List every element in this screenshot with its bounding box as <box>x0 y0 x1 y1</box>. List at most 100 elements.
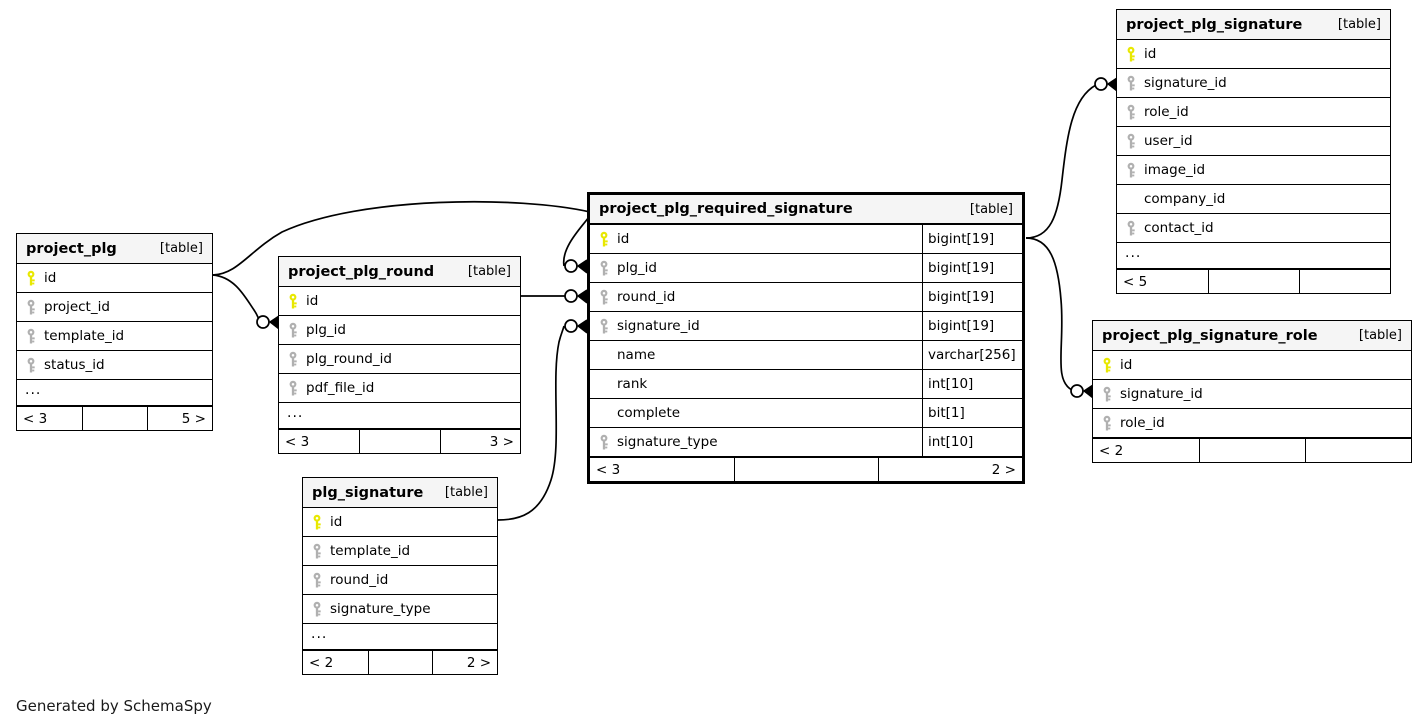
table-row[interactable]: signature_id <box>1093 380 1411 409</box>
column-cell: signature_type <box>303 595 497 623</box>
table-row[interactable]: role_id <box>1117 98 1390 127</box>
column-name: rank <box>617 376 648 392</box>
table-row[interactable]: signature_type <box>303 595 497 624</box>
table-header[interactable]: project_plg_signature [table] <box>1117 10 1390 40</box>
footer-outgoing-count: 5 > <box>147 407 212 430</box>
table-header[interactable]: project_plg_round [table] <box>279 257 520 287</box>
table-project-plg[interactable]: project_plg [table] id project_id templa… <box>16 233 213 431</box>
foreign-key-icon <box>287 351 301 368</box>
column-cell: status_id <box>17 351 212 379</box>
footer-middle <box>1208 270 1299 293</box>
more-columns-indicator: ... <box>17 380 212 406</box>
table-row[interactable]: id <box>1117 40 1390 69</box>
column-name: user_id <box>1144 133 1193 149</box>
table-row[interactable]: template_id <box>17 322 212 351</box>
table-footer: < 3 3 > <box>279 429 520 453</box>
column-name: round_id <box>330 572 389 588</box>
foreign-key-icon <box>1125 75 1139 92</box>
column-name: status_id <box>44 357 105 373</box>
foreign-key-icon <box>598 318 612 335</box>
table-footer: < 2 2 > <box>303 650 497 674</box>
table-row[interactable]: plg_id bigint[19] <box>590 254 1022 283</box>
table-type-tag: [table] <box>969 201 1013 217</box>
column-name: company_id <box>1144 191 1226 207</box>
foreign-key-icon <box>1101 386 1115 403</box>
table-header[interactable]: plg_signature [table] <box>303 478 497 508</box>
table-header[interactable]: project_plg_signature_role [table] <box>1093 321 1411 351</box>
edge-required-to-signature-signatureid <box>1025 84 1097 239</box>
column-cell: signature_id <box>1093 380 1411 408</box>
column-cell: id <box>590 225 922 253</box>
column-name: complete <box>617 405 681 421</box>
primary-key-icon <box>1101 357 1115 374</box>
table-row[interactable]: rank int[10] <box>590 370 1022 399</box>
table-row[interactable]: id <box>1093 351 1411 380</box>
column-cell: id <box>303 508 497 536</box>
table-row[interactable]: status_id <box>17 351 212 380</box>
table-row[interactable]: signature_id <box>1117 69 1390 98</box>
table-row[interactable]: plg_id <box>279 316 520 345</box>
table-row[interactable]: round_id bigint[19] <box>590 283 1022 312</box>
column-datatype: bigint[19] <box>922 312 1022 340</box>
column-name: signature_id <box>1120 386 1203 402</box>
table-plg-signature[interactable]: plg_signature [table] id template_id rou… <box>302 477 498 675</box>
more-columns-indicator: ... <box>1117 243 1390 269</box>
foreign-key-icon <box>25 357 39 374</box>
table-row[interactable]: id bigint[19] <box>590 225 1022 254</box>
table-header[interactable]: project_plg [table] <box>17 234 212 264</box>
column-cell: round_id <box>303 566 497 594</box>
column-name: id <box>330 514 343 530</box>
footer-middle <box>1199 439 1305 462</box>
footer-outgoing-count: 3 > <box>439 430 520 453</box>
table-row[interactable]: id <box>279 287 520 316</box>
foreign-key-icon <box>598 260 612 277</box>
footer-incoming-count: < 5 <box>1123 273 1148 290</box>
column-name: name <box>617 347 656 363</box>
table-project-plg-signature-role[interactable]: project_plg_signature_role [table] id si… <box>1092 320 1412 463</box>
table-header[interactable]: project_plg_required_signature [table] <box>590 195 1022 225</box>
column-cell: id <box>1117 40 1390 68</box>
column-name: signature_id <box>617 318 700 334</box>
table-row[interactable]: project_id <box>17 293 212 322</box>
column-cell: pdf_file_id <box>279 374 520 402</box>
table-row[interactable]: template_id <box>303 537 497 566</box>
table-title: plg_signature <box>312 484 424 501</box>
table-title: project_plg_round <box>288 263 435 280</box>
table-type-tag: [table] <box>1337 17 1381 32</box>
table-row[interactable]: round_id <box>303 566 497 595</box>
column-name: id <box>1120 357 1133 373</box>
table-row[interactable]: id <box>303 508 497 537</box>
column-name: round_id <box>617 289 676 305</box>
footer-incoming-count: < 3 <box>23 410 48 427</box>
column-name: role_id <box>1120 415 1165 431</box>
table-project-plg-signature[interactable]: project_plg_signature [table] id signatu… <box>1116 9 1391 294</box>
table-row[interactable]: signature_id bigint[19] <box>590 312 1022 341</box>
table-project-plg-required-signature[interactable]: project_plg_required_signature [table] i… <box>587 192 1025 484</box>
table-row[interactable]: user_id <box>1117 127 1390 156</box>
foreign-key-icon <box>1125 133 1139 150</box>
table-row[interactable]: role_id <box>1093 409 1411 438</box>
table-row[interactable]: plg_round_id <box>279 345 520 374</box>
table-row[interactable]: contact_id <box>1117 214 1390 243</box>
primary-key-icon <box>25 270 39 287</box>
table-row[interactable]: id <box>17 264 212 293</box>
table-row[interactable]: complete bit[1] <box>590 399 1022 428</box>
column-name: role_id <box>1144 104 1189 120</box>
column-name: id <box>44 270 57 286</box>
foreign-key-icon <box>1125 220 1139 237</box>
column-datatype: bigint[19] <box>922 225 1022 253</box>
column-name: plg_round_id <box>306 351 392 367</box>
table-title: project_plg <box>26 240 117 257</box>
table-row[interactable]: signature_type int[10] <box>590 428 1022 457</box>
table-row[interactable]: company_id <box>1117 185 1390 214</box>
generator-credit: Generated by SchemaSpy <box>16 697 212 715</box>
column-cell: plg_id <box>590 254 922 282</box>
table-row[interactable]: pdf_file_id <box>279 374 520 403</box>
foreign-key-icon <box>287 380 301 397</box>
table-row[interactable]: image_id <box>1117 156 1390 185</box>
column-cell: signature_id <box>1117 69 1390 97</box>
table-row[interactable]: name varchar[256] <box>590 341 1022 370</box>
footer-middle <box>359 430 439 453</box>
table-project-plg-round[interactable]: project_plg_round [table] id plg_id plg_… <box>278 256 521 454</box>
